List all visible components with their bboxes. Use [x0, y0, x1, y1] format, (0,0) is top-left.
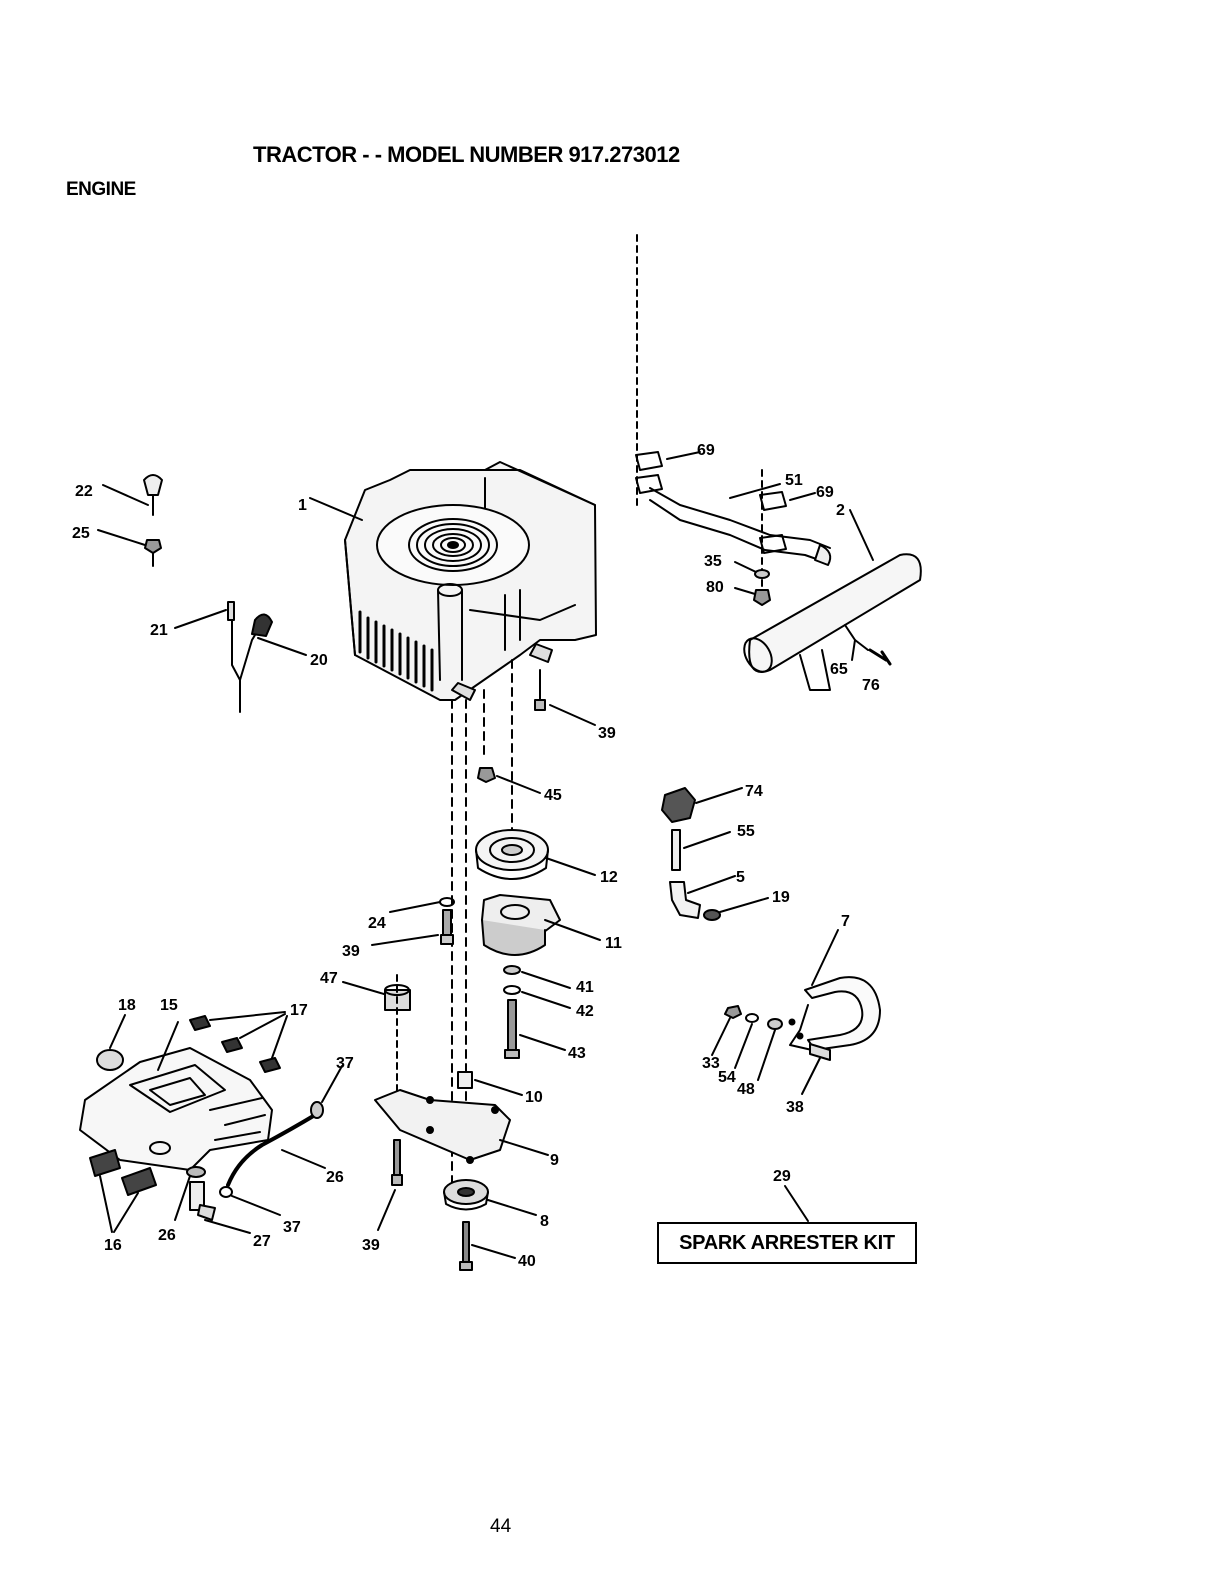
callout-9: 9: [550, 1152, 559, 1169]
exhaust-pipe: [636, 235, 830, 600]
callout-19: 19: [772, 889, 790, 906]
callout-39a: 39: [598, 725, 616, 742]
fitting-74: [662, 788, 742, 822]
callout-80: 80: [706, 579, 724, 596]
spacer-47: [343, 975, 410, 1100]
callout-8: 8: [540, 1213, 549, 1230]
callout-22: 22: [75, 483, 93, 500]
callout-54: 54: [718, 1069, 736, 1086]
callout-45: 45: [544, 787, 562, 804]
callout-42: 42: [576, 1003, 594, 1020]
pulley-8: [444, 1180, 536, 1215]
bolt-43: [505, 1000, 565, 1058]
callout-10: 10: [525, 1089, 543, 1106]
callout-21: 21: [150, 622, 168, 639]
callout-12: 12: [600, 869, 618, 886]
callout-76: 76: [862, 677, 880, 694]
callout-51: 51: [785, 472, 803, 489]
callout-28: 26: [326, 1169, 344, 1186]
spark-arrester-kit-label: SPARK ARRESTER KIT: [657, 1222, 917, 1264]
spark-arrester-leader: [785, 1186, 808, 1221]
throttle-bracket: [175, 602, 306, 712]
washer-41: [504, 966, 570, 988]
pulley-12: [476, 830, 595, 879]
callout-16: 16: [104, 1237, 122, 1254]
fuel-cap-18: [97, 1015, 125, 1070]
engine-block: [310, 462, 596, 700]
callout-69b: 69: [816, 484, 834, 501]
page-number: 44: [490, 1516, 511, 1538]
callout-37a: 37: [336, 1055, 354, 1072]
callout-39b: 39: [342, 943, 360, 960]
callout-25: 25: [72, 525, 90, 542]
callout-38: 38: [786, 1099, 804, 1116]
elbow-5: [670, 876, 735, 918]
bolt-39-upper: [535, 670, 595, 725]
bolt-40: [460, 1222, 515, 1270]
nut-45: [478, 768, 540, 793]
cap-19: [704, 898, 768, 920]
spacer-10: [458, 1072, 522, 1095]
bolt-39-lower: [378, 1140, 402, 1230]
callout-74: 74: [745, 783, 763, 800]
choke-knob: [98, 475, 162, 566]
callout-65: 65: [830, 661, 848, 678]
bracket-7: [790, 930, 881, 1050]
callout-26: 26: [158, 1227, 176, 1244]
callout-41: 41: [576, 979, 594, 996]
clamp-37-lower: [220, 1187, 280, 1215]
clamp-37-upper: [311, 1066, 342, 1118]
callout-39c: 39: [362, 1237, 380, 1254]
callout-69a: 69: [697, 442, 715, 459]
callout-15: 15: [160, 997, 178, 1014]
callout-11: 11: [605, 935, 622, 952]
callout-37b: 37: [283, 1219, 301, 1236]
callout-29: 29: [773, 1168, 791, 1185]
callout-1: 1: [298, 497, 307, 514]
callout-48: 48: [737, 1081, 755, 1098]
callout-24: 24: [368, 915, 386, 932]
clutch-11: [482, 895, 600, 955]
callout-2: 2: [836, 502, 845, 519]
callout-7: 7: [841, 913, 850, 930]
callout-43: 43: [568, 1045, 586, 1062]
callout-5: 5: [736, 869, 745, 886]
callout-55: 55: [737, 823, 755, 840]
callout-20: 20: [310, 652, 328, 669]
callout-18: 18: [118, 997, 136, 1014]
callout-35: 35: [704, 553, 722, 570]
callout-17: 17: [290, 1002, 308, 1019]
nipple-55: [672, 830, 730, 870]
callout-40: 40: [518, 1253, 536, 1270]
callout-47: 47: [320, 970, 338, 987]
fuel-tank: [80, 1022, 272, 1170]
callout-27: 27: [253, 1233, 271, 1250]
washer-35-nut-80: [735, 562, 770, 605]
